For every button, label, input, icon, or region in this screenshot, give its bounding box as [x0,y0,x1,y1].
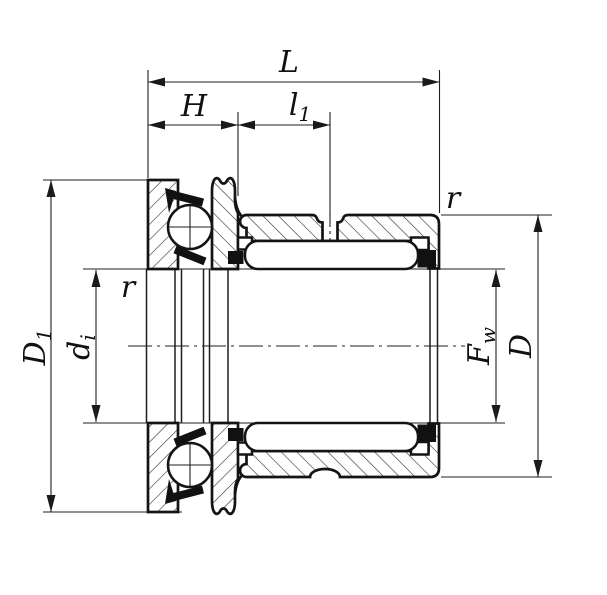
cage-end-top-left [228,251,244,264]
arrowhead [422,77,440,87]
washer-bottom-upper [173,426,207,447]
arrowhead [91,405,101,422]
washer-top-upper [169,190,204,207]
arrowhead [533,460,543,477]
label-l1: l1 [289,88,311,126]
dim-D1: D1 [18,180,56,512]
arrowhead [238,120,255,130]
outer-ring-upper-section [238,213,441,270]
label-H: H [180,89,208,124]
outer-ring-lower-section [238,422,441,479]
thrust-ball-top [166,203,214,251]
arrowhead [221,120,238,130]
arrowhead [491,405,501,422]
joint-curve-bottom [233,475,243,496]
joint-curve-top [233,196,243,217]
arrowhead [91,270,101,287]
washer-rim-top [165,188,176,213]
arrowhead [148,120,165,130]
thrust-ball-bottom [166,441,214,489]
dim-D: D [504,215,543,477]
arrowhead [491,270,501,287]
washer-top-lower [173,245,207,266]
arrowhead [533,215,543,232]
label-di: di [62,334,100,360]
label-D1: D1 [18,329,56,367]
bore-silhouette-lines [145,269,439,423]
cage-end-bottom-right [417,424,436,442]
dim-Fw: Fw [462,270,501,422]
arrowhead [46,180,56,197]
label-L: L [278,45,299,80]
label-r-left: r [121,270,137,305]
arrowhead [46,495,56,512]
thrust-washers [165,188,207,504]
dim-l1: l1 [238,88,330,130]
arrowhead [313,120,330,130]
label-D: D [504,334,539,359]
cage-end-top-right [417,250,436,268]
needle-roller-bottom [243,421,420,453]
cage-end-bottom-left [228,428,244,441]
label-Fw: Fw [462,327,500,366]
label-r-right: r [446,181,462,216]
dim-H: H [148,89,238,130]
centerlines [128,214,465,347]
washer-bottom-lower [169,485,204,502]
dim-di: di [62,270,101,422]
arrowhead [148,77,165,87]
dim-L: L [148,45,440,87]
washer-rim-bottom [165,479,176,504]
needle-roller-top [243,239,420,271]
